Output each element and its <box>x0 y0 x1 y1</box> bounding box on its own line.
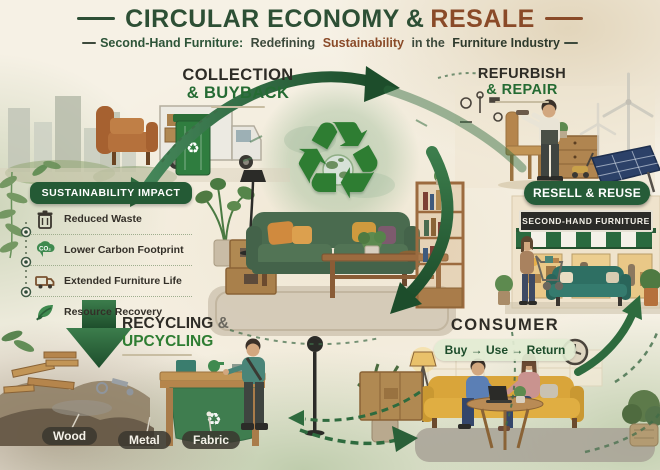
consumer-table <box>466 386 544 450</box>
arrowhead-to-resell <box>622 295 642 320</box>
impact-label-1: Lower Carbon Footprint <box>64 244 184 256</box>
wind-turbine-icon <box>579 72 654 170</box>
impact-label-3: Resource Recovery <box>64 306 163 318</box>
repair-worker <box>516 99 563 182</box>
title-part-brown: RESALE <box>430 5 535 33</box>
impact-panel-title: SUSTAINABILITY IMPACT <box>30 182 192 204</box>
page-title: CIRCULAR ECONOMY&RESALE <box>0 5 660 34</box>
header: CIRCULAR ECONOMY&RESALE Second-Hand Furn… <box>0 5 660 50</box>
recycling-line1: RECYCLING <box>122 315 214 332</box>
arrowhead-to-consumer <box>390 282 422 314</box>
wooden-crate <box>359 371 423 421</box>
title-dash-left <box>77 16 116 20</box>
subtitle-dash-left <box>82 42 97 45</box>
refurbish-rule <box>495 101 549 104</box>
trash-icon <box>37 210 53 229</box>
arrowhead-dashed-left <box>288 410 304 426</box>
impact-bullet-line <box>20 222 32 300</box>
shop-sofa <box>546 266 631 306</box>
recycle-symbol: ♻ <box>289 99 387 224</box>
refurbish-line1: REFURBISH <box>477 66 567 82</box>
upcycling-worker <box>223 338 268 430</box>
flow-arrows <box>66 66 660 454</box>
leaf-icon <box>36 305 53 321</box>
shopper-with-cart <box>519 236 564 305</box>
floor-tool <box>572 152 594 178</box>
wood-scrap <box>3 351 79 394</box>
title-ampersand: & <box>405 5 425 33</box>
collection-rule <box>211 105 265 108</box>
refurbish-line2: & REPAIR <box>486 82 558 99</box>
shop-plant-pot <box>644 288 658 306</box>
stage-label-resell: RESELL & REUSE <box>524 181 650 205</box>
globe-icon <box>322 154 354 186</box>
shop-plant-pot-2 <box>498 291 510 305</box>
impact-label-2: Extended Furniture Life <box>64 275 182 287</box>
subtitle-text1: Redefining <box>250 35 316 50</box>
leaf-decoration <box>0 160 61 352</box>
stage-label-refurbish: REFURBISH & REPAIR <box>452 66 592 104</box>
repair-chair <box>505 111 543 181</box>
awning <box>516 228 656 249</box>
page-subtitle: Second-Hand Furniture: Redefining Sustai… <box>0 36 660 50</box>
shopping-cart-icon <box>535 255 564 291</box>
co2-icon-text: CO₂ <box>39 246 51 253</box>
arrowhead-top-right <box>364 66 400 102</box>
subtitle-bold2: Furniture Industry <box>452 35 560 50</box>
impact-label-0: Reduced Waste <box>64 213 142 225</box>
collection-line2: & BUYBACK <box>186 84 290 103</box>
material-tag-metal: Metal <box>118 431 171 449</box>
standing-lamp <box>304 336 325 436</box>
recycling-rule <box>122 353 192 356</box>
stage-label-collection: COLLECTION & BUYBACK <box>148 66 328 108</box>
impact-item-extended-life: Extended Furniture Life <box>30 266 192 297</box>
metal-scrap <box>96 377 134 396</box>
subtitle-bold1: Second-Hand Furniture: <box>100 35 244 50</box>
armchair <box>96 106 158 165</box>
impact-item-resource-recovery: Resource Recovery <box>30 297 192 327</box>
recycling-line2: UPCYCLING <box>122 332 214 350</box>
material-tag-fabric: Fabric <box>182 431 241 449</box>
title-dash-right <box>544 16 583 20</box>
collection-line1: COLLECTION <box>182 66 294 84</box>
motion-ticks <box>242 119 428 162</box>
wall-tools-icon <box>460 91 503 123</box>
stage-label-recycling: RECYCLING & UPCYCLING <box>122 315 250 356</box>
impact-item-reduced-waste: Reduced Waste <box>30 204 192 235</box>
truck-icon <box>35 276 55 289</box>
tag-leader-lines <box>71 411 212 433</box>
subtitle-dash-right <box>563 42 578 45</box>
co2-icon: CO₂ <box>36 241 55 257</box>
impact-item-lower-carbon: CO₂ Lower Carbon Footprint <box>30 235 192 266</box>
recycling-ampersand: & <box>217 315 229 332</box>
subtitle-accent: Sustainability <box>322 35 404 50</box>
arrowhead-dashed-right <box>392 426 418 452</box>
store-sign: SECOND-HAND FURNITURE <box>519 210 653 232</box>
block-down-arrow <box>66 300 132 368</box>
laptop-icon <box>486 386 512 403</box>
sustainability-impact-panel: SUSTAINABILITY IMPACT Reduced Waste CO₂ … <box>30 182 192 327</box>
title-part-green: CIRCULAR ECONOMY <box>125 5 400 33</box>
consumer-scene <box>357 347 660 462</box>
subtitle-text2: in the <box>411 35 445 50</box>
stage-label-consumer: CONSUMER <box>450 316 560 334</box>
material-tag-wood: Wood <box>42 427 98 445</box>
consumer-flow-pill: Buy → Use → Return <box>434 339 576 361</box>
